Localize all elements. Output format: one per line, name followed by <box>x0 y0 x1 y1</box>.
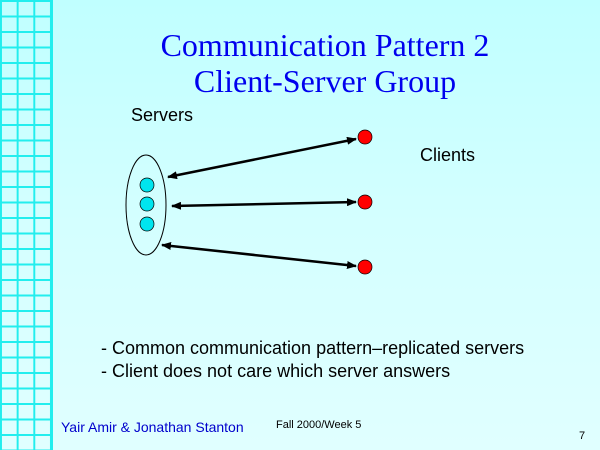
server-node <box>139 216 155 232</box>
page-number: 7 <box>579 430 586 442</box>
server-node <box>139 196 155 212</box>
client-node <box>357 259 373 275</box>
connection-arrow <box>167 136 357 180</box>
server-node <box>139 177 155 193</box>
title-line-2: Client-Server Group <box>193 63 457 99</box>
client-node <box>357 194 373 210</box>
title-line-1: Communication Pattern 2 <box>160 27 490 63</box>
connection-arrow <box>171 198 357 210</box>
bullet-list: - Common communication pattern–replicate… <box>101 337 524 383</box>
client-node <box>357 129 373 145</box>
footer-course: Fall 2000/Week 5 <box>276 419 362 431</box>
clients-label: Clients <box>420 145 476 165</box>
servers-label: Servers <box>131 105 194 125</box>
server-group-ellipse <box>125 154 167 256</box>
slide-title: Communication Pattern 2 Client-Server Gr… <box>100 27 550 99</box>
bullet-item: - Common communication pattern–replicate… <box>101 338 525 358</box>
decorative-grid <box>0 0 53 450</box>
connection-arrow <box>161 241 357 270</box>
bullet-item: - Client does not care which server answ… <box>101 361 451 381</box>
footer-authors: Yair Amir & Jonathan Stanton <box>61 419 244 435</box>
